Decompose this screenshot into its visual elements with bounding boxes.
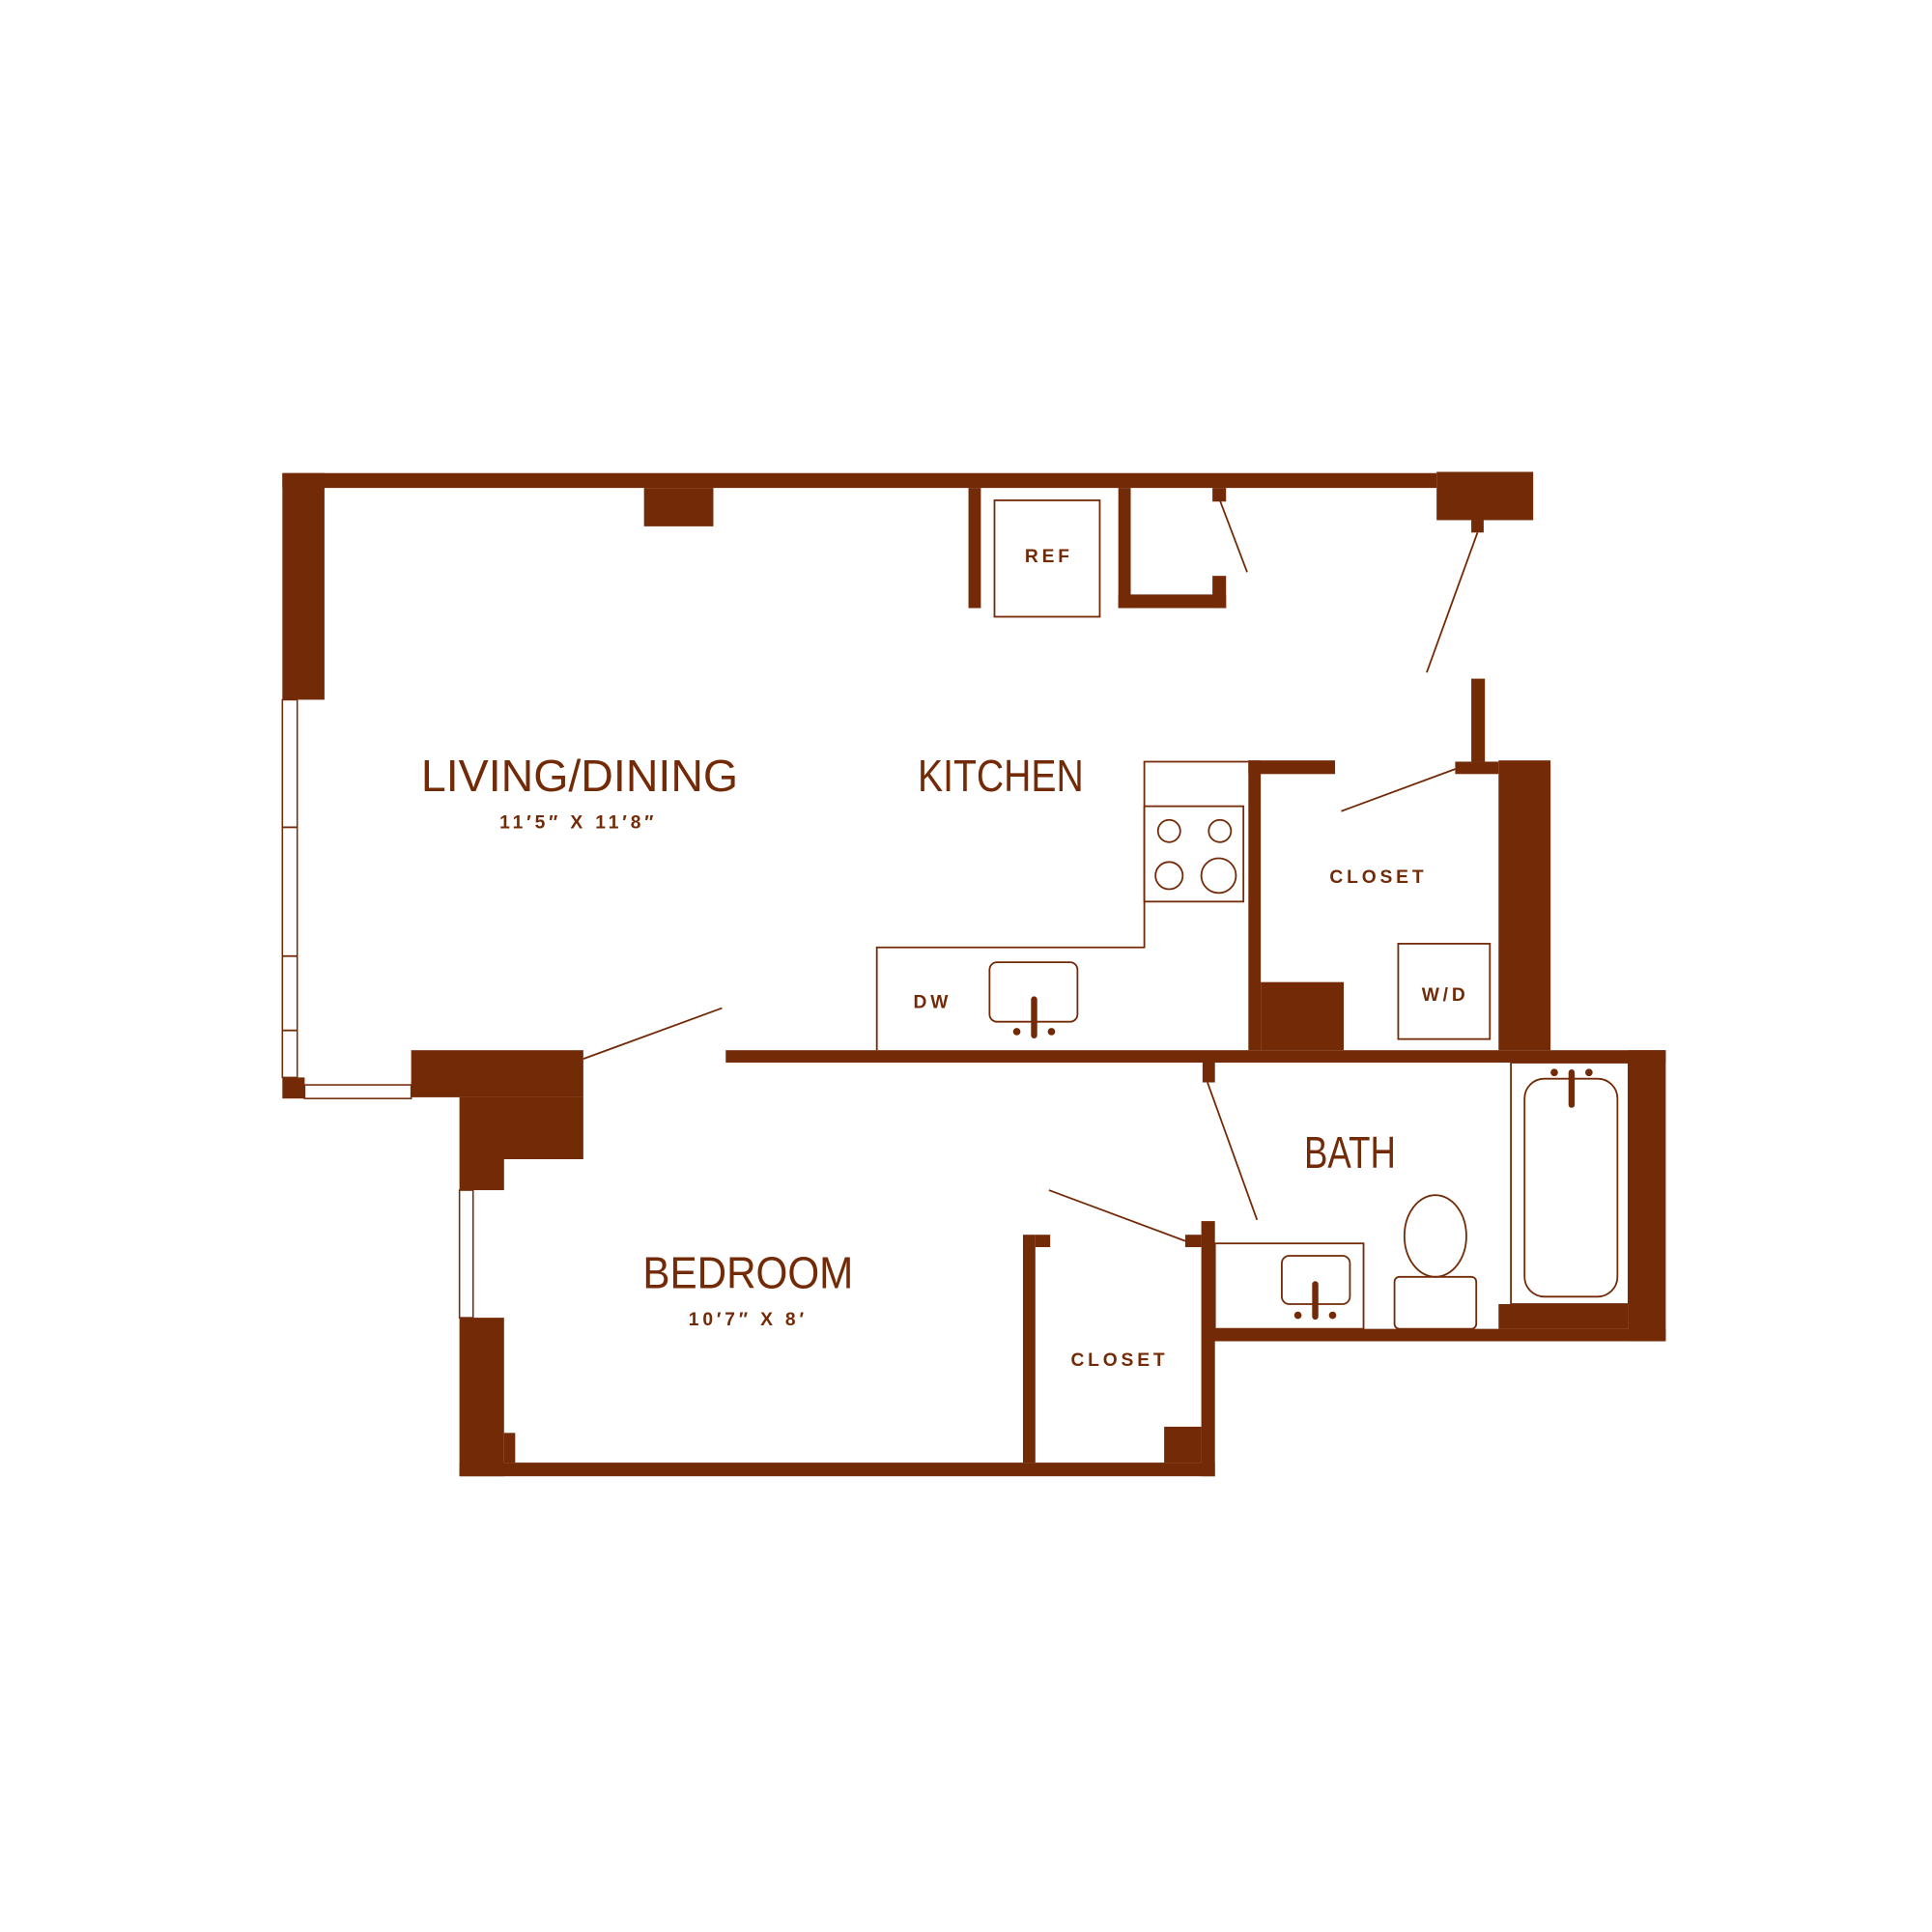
door-swings — [582, 499, 1479, 1242]
toilet-icon — [1403, 1194, 1467, 1278]
bath-fixtures — [1213, 1062, 1630, 1330]
room-dims-bedroom: 10′7″ X 8′ — [689, 1310, 808, 1330]
room-label-closet-hall: CLOSET — [1329, 867, 1427, 888]
stove — [1143, 805, 1245, 903]
room-dims-living: 11′5″ X 11′8″ — [499, 813, 657, 834]
kitchen-counter — [875, 499, 1492, 1051]
room-label-closet-bedroom: CLOSET — [1070, 1350, 1168, 1371]
wd-label: W/D — [1422, 985, 1469, 1006]
washer-dryer — [1397, 943, 1492, 1040]
bathtub — [1510, 1062, 1630, 1305]
room-label-bath: BATH — [1304, 1127, 1396, 1178]
room-label-living: LIVING/DINING — [421, 751, 738, 801]
windows — [281, 698, 474, 1319]
walls — [282, 471, 1666, 1477]
dw-label: DW — [914, 993, 952, 1013]
burner-icon — [1200, 857, 1237, 895]
labels: LIVING/DINING 11′5″ X 11′8″ KITCHEN BEDR… — [421, 547, 1469, 1371]
burner-icon — [1208, 818, 1233, 843]
burner-icon — [1154, 861, 1184, 891]
burner-icon — [1156, 818, 1181, 843]
ref-label: REF — [1025, 547, 1073, 567]
room-label-bedroom: BEDROOM — [642, 1247, 853, 1297]
room-label-kitchen: KITCHEN — [918, 751, 1084, 801]
refrigerator — [993, 499, 1101, 618]
